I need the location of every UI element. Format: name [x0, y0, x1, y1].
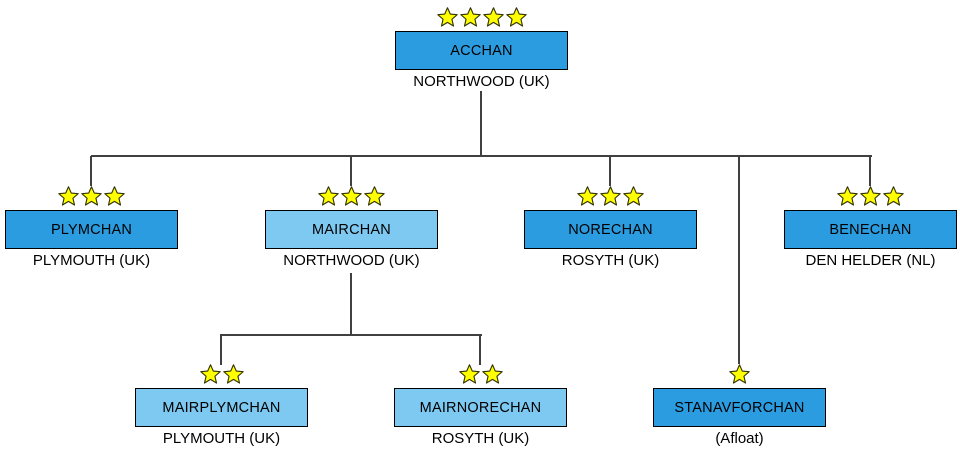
rank-stars	[265, 186, 438, 206]
star-icon	[459, 7, 481, 27]
star-icon	[482, 7, 504, 27]
star-icon	[436, 7, 458, 27]
star-icon	[505, 7, 527, 27]
star-icon	[199, 364, 221, 384]
star-icon	[222, 364, 244, 384]
org-box-stanavforchan: STANAVFORCHAN	[653, 388, 826, 427]
org-node-mairchan: MAIRCHAN NORTHWOOD (UK)	[265, 186, 438, 269]
star-icon	[837, 186, 858, 206]
org-box-mairnorechan: MAIRNORECHAN	[394, 388, 567, 427]
connector-line	[479, 336, 481, 365]
org-box-norechan: NORECHAN	[524, 210, 697, 249]
connector-line	[91, 155, 872, 157]
org-node-benechan: BENECHAN DEN HELDER (NL)	[784, 186, 957, 269]
star-icon	[58, 186, 79, 206]
org-box-plymchan: PLYMCHAN	[5, 210, 178, 249]
org-box-benechan: BENECHAN	[784, 210, 957, 249]
connector-line	[869, 156, 871, 186]
org-box-label: PLYMCHAN	[50, 221, 133, 238]
org-node-acchan: ACCHAN NORTHWOOD (UK)	[395, 7, 568, 90]
org-box-sublabel: ROSYTH (UK)	[561, 252, 660, 269]
org-box-acchan: ACCHAN	[395, 31, 568, 70]
connector-line	[609, 156, 611, 186]
star-icon	[481, 364, 503, 384]
org-box-sublabel: PLYMOUTH (UK)	[32, 252, 151, 269]
connector-line	[90, 156, 92, 186]
connector-line	[220, 336, 222, 365]
org-node-norechan: NORECHAN ROSYTH (UK)	[524, 186, 697, 269]
connector-line	[350, 156, 352, 186]
rank-stars	[784, 186, 957, 206]
star-icon	[729, 364, 750, 384]
rank-stars	[394, 364, 567, 384]
org-box-sublabel: ROSYTH (UK)	[431, 430, 530, 447]
connector-line	[220, 334, 482, 336]
org-box-label: ACCHAN	[450, 42, 513, 59]
rank-stars	[395, 7, 568, 27]
org-box-label: MAIRCHAN	[312, 221, 391, 238]
org-box-sublabel: NORTHWOOD (UK)	[413, 73, 550, 90]
org-box-sublabel: (Afloat)	[715, 430, 764, 447]
org-node-mairnorechan: MAIRNORECHAN ROSYTH (UK)	[394, 364, 567, 447]
star-icon	[623, 186, 644, 206]
star-icon	[81, 186, 102, 206]
rank-stars	[524, 186, 697, 206]
org-node-plymchan: PLYMCHAN PLYMOUTH (UK)	[5, 186, 178, 269]
star-icon	[364, 186, 385, 206]
star-icon	[860, 186, 881, 206]
star-icon	[104, 186, 125, 206]
org-box-label: NORECHAN	[568, 221, 653, 238]
connector-line	[738, 156, 740, 364]
star-icon	[600, 186, 621, 206]
star-icon	[883, 186, 904, 206]
org-box-label: STANAVFORCHAN	[674, 399, 805, 416]
star-icon	[577, 186, 598, 206]
org-box-sublabel: DEN HELDER (NL)	[805, 252, 936, 269]
org-node-stanavforchan: STANAVFORCHAN (Afloat)	[653, 364, 826, 447]
org-box-label: MAIRPLYMCHAN	[162, 399, 281, 416]
org-box-label: MAIRNORECHAN	[419, 399, 542, 416]
rank-stars	[135, 364, 308, 384]
star-icon	[318, 186, 339, 206]
org-node-mairplymchan: MAIRPLYMCHAN PLYMOUTH (UK)	[135, 364, 308, 447]
rank-stars	[653, 364, 826, 384]
star-icon	[458, 364, 480, 384]
star-icon	[341, 186, 362, 206]
connector-line	[350, 273, 352, 336]
org-box-sublabel: NORTHWOOD (UK)	[283, 252, 420, 269]
org-box-label: BENECHAN	[829, 221, 912, 238]
org-box-mairplymchan: MAIRPLYMCHAN	[135, 388, 308, 427]
rank-stars	[5, 186, 178, 206]
org-box-sublabel: PLYMOUTH (UK)	[162, 430, 281, 447]
org-box-mairchan: MAIRCHAN	[265, 210, 438, 249]
connector-line	[480, 91, 482, 156]
